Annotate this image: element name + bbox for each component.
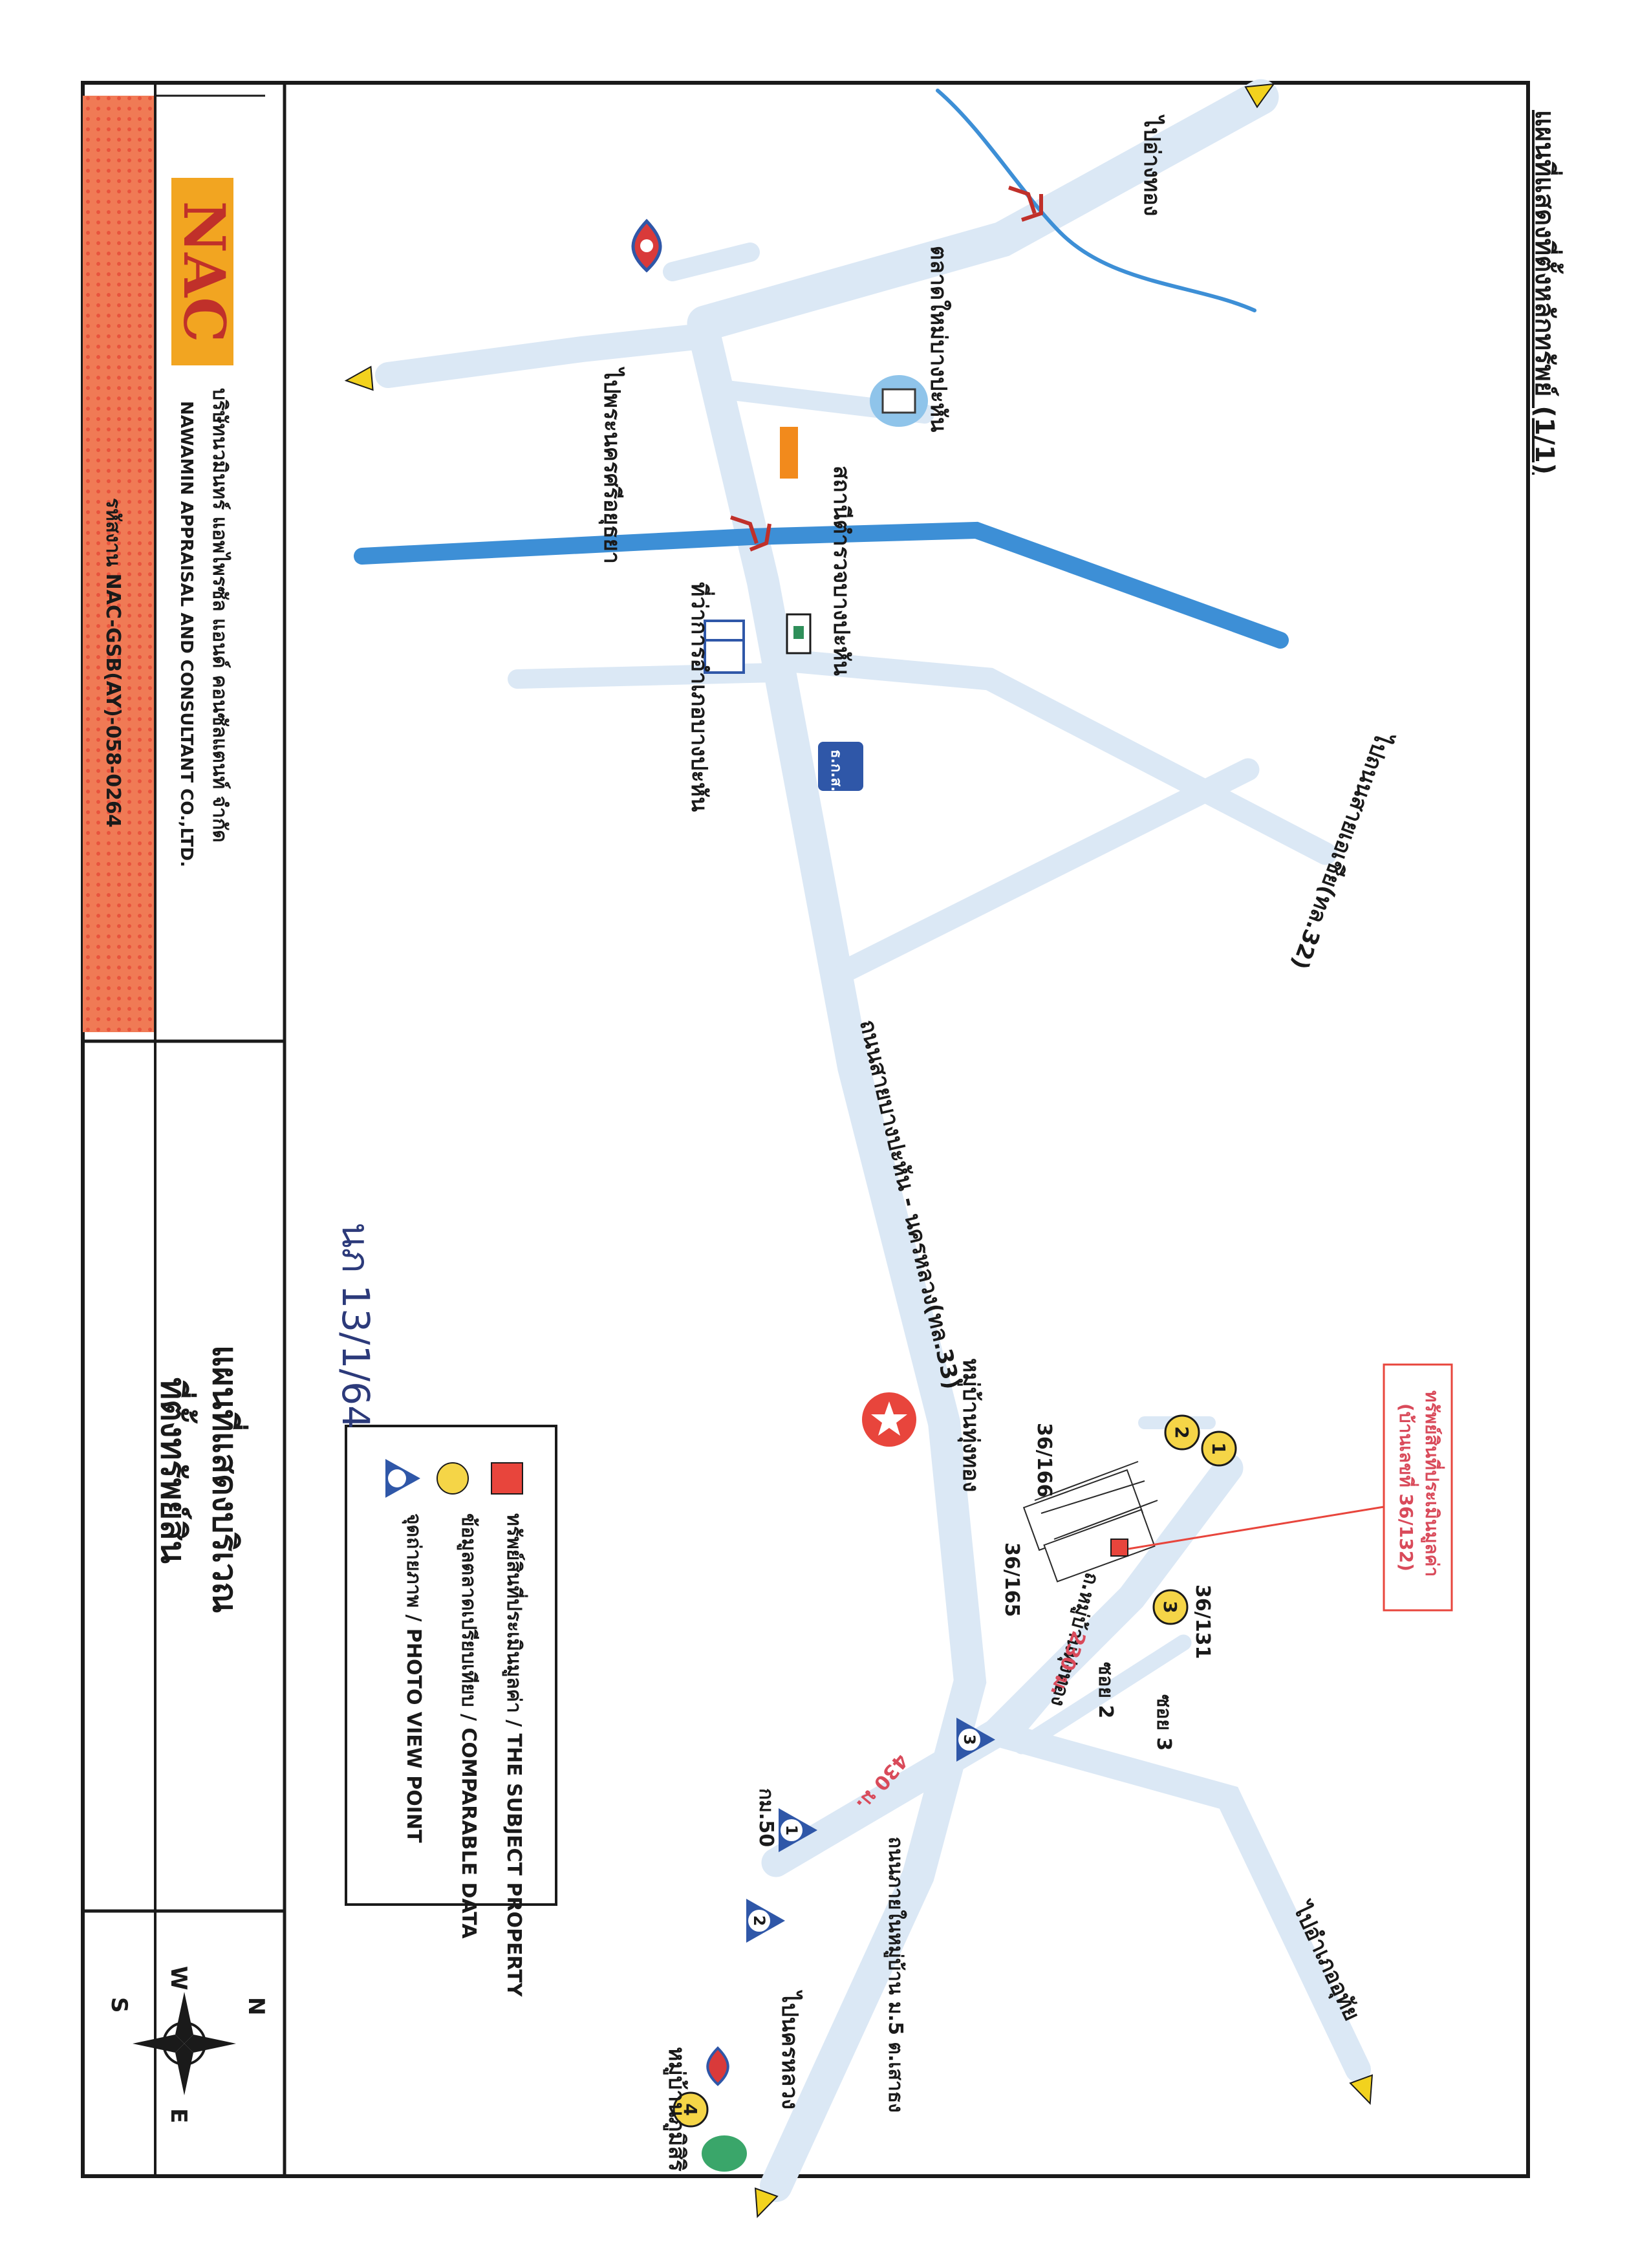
comparable-marker-4: 4 [673,2091,709,2128]
gas-station-icon-2 [706,2046,729,2086]
label-village-phumisiri: หมู่บ้านภูมิสิริ [663,2047,689,2172]
compass-n: N [243,1997,269,2015]
company-name-en: NAWAMIN APPRAISAL AND CONSULTANT CO.,LTD… [177,401,196,867]
legend-label-photo: จุดถ่ายภาพ / PHOTO VIEW POINT [402,1513,425,1843]
outer-frame [81,81,1530,2178]
label-house-36-166: 36/166 [1033,1423,1055,1497]
map-box-title-2: ที่ตั้งทรัพย์สิน [153,1377,198,1564]
road-soi-3 [1013,1634,1192,1755]
road-upper-branch [663,243,760,281]
subject-callout-line2: (บ้านเลขที่ 36/132) [1396,1403,1419,1571]
label-market: ตลาดใหม่บางปะหัน [925,246,952,432]
compass-e: E [166,2108,191,2123]
comparable-marker-3: 3 [1152,1589,1189,1625]
legend-box [345,1425,557,1906]
label-to-phra-nakhon: ไปพระนครศรีอยุธยา [598,367,625,564]
bridge-hwy33 [730,515,771,552]
road-hwy32-link [835,758,1260,982]
label-house-36-131: 36/131 [1191,1584,1214,1659]
legend-photo-point-icon [385,1459,420,1498]
logo-text: NAC [171,201,238,343]
gas-station-icon [631,219,662,273]
subject-callout: ทรัพย์สินที่ประเมินมูลค่า (บ้านเลขที่ 36… [1128,1363,1453,1612]
road-to-uthai [983,1720,1371,2082]
arrow-to-nakhon-luang [754,2187,779,2218]
label-inner-road: ถนนภายในหมู่บ้าน ม.5 ต.เสาธง [883,1837,907,2113]
village-phumisiri-icon [702,2135,747,2172]
river-upper [936,89,1256,312]
svg-text:2: 2 [1171,1426,1192,1438]
handwritten-initials: นภ 13/1/64 [334,1222,378,1429]
label-house-36-165: 36/165 [1000,1542,1023,1617]
bridge-to-chang [1008,186,1043,222]
photo-point-3: 3 [956,1718,995,1762]
label-to-nakhon-luang: ไปนครหลวง [777,1990,803,2110]
label-to-chang: ไปอ่างทอง [1139,114,1165,216]
photo-point-2: 2 [746,1899,785,1943]
road-main-hwy33 [689,320,987,2202]
road-to-chang [687,79,1279,341]
village-house-block [1022,1461,1158,1582]
legend-label-comparable: ข้อมูลตลาดเปรียบเทียบ / COMPARABLE DATA [457,1513,480,1939]
convenience-store-icon [780,427,798,479]
svg-text:3: 3 [1159,1601,1181,1613]
arrow-to-uthai [1349,2074,1374,2105]
company-strip [83,96,155,1032]
label-district-office: ที่ว่าการอำเภอบางปะหัน [686,582,715,812]
svg-text:1: 1 [1208,1442,1229,1454]
comparable-marker-2: 2 [1164,1414,1200,1451]
company-name-th: บริษัทนวมินทร์ แอพไพรซัล แอนด์ คอนซัลแตน… [208,388,232,843]
river-main [354,521,1289,649]
compass-rose: N S E W [106,1966,269,2123]
nac-logo: NAC [171,178,238,365]
photo-point-1: 1 [779,1808,817,1852]
star-fuel-station-icon [862,1392,916,1447]
map-box-title-1: แผนที่แสดงบริเวณ [205,1345,248,1613]
legend-subject-icon [491,1462,523,1495]
bank-icon: ธ.ก.ส. [818,742,863,792]
road-to-phra-nakhon [375,323,715,388]
label-soi-3: ซอย 3 [1152,1694,1175,1751]
label-village-thung-thong: หมู่บ้านทุ่งทอง [957,1358,984,1492]
subject-callout-line1: ทรัพย์สินที่ประเมินมูลค่า [1421,1390,1445,1577]
arrow-to-phra-nakhon [344,365,374,391]
district-office-icon [704,620,745,674]
police-station-icon [786,613,812,654]
svg-text:2: 2 [750,1916,768,1927]
compass-s: S [106,1997,132,2013]
bank-sign-text: ธ.ก.ส. [828,750,844,792]
legend-comparable-icon [436,1462,469,1495]
subject-property-marker [1110,1539,1128,1557]
comparable-marker-1: 1 [1201,1431,1237,1467]
label-police: สถานีตำรวจบางปะหัน [828,466,854,676]
svg-text:3: 3 [960,1734,978,1745]
svg-text:4: 4 [680,2103,701,2115]
arrow-to-chang [1244,83,1275,109]
page-title: แผนที่แสดงที่ตั้งหลักทรัพย์ (1/1) [1529,110,1564,475]
job-code: รหัสงาน NAC-GSB(AY)-058-0264 [102,498,124,828]
legend-label-subject: ทรัพย์สินที่ประเมินมูลค่า / THE SUBJECT … [502,1513,528,1998]
label-soi-2: ซอย 2 [1094,1662,1117,1718]
road-soi-2 [1000,1608,1121,1748]
market-icon [870,375,928,427]
compass-w: W [166,1966,191,1991]
label-km-50: กม.50 [755,1788,777,1847]
svg-text:1: 1 [782,1825,801,1836]
rivers [354,89,1289,649]
